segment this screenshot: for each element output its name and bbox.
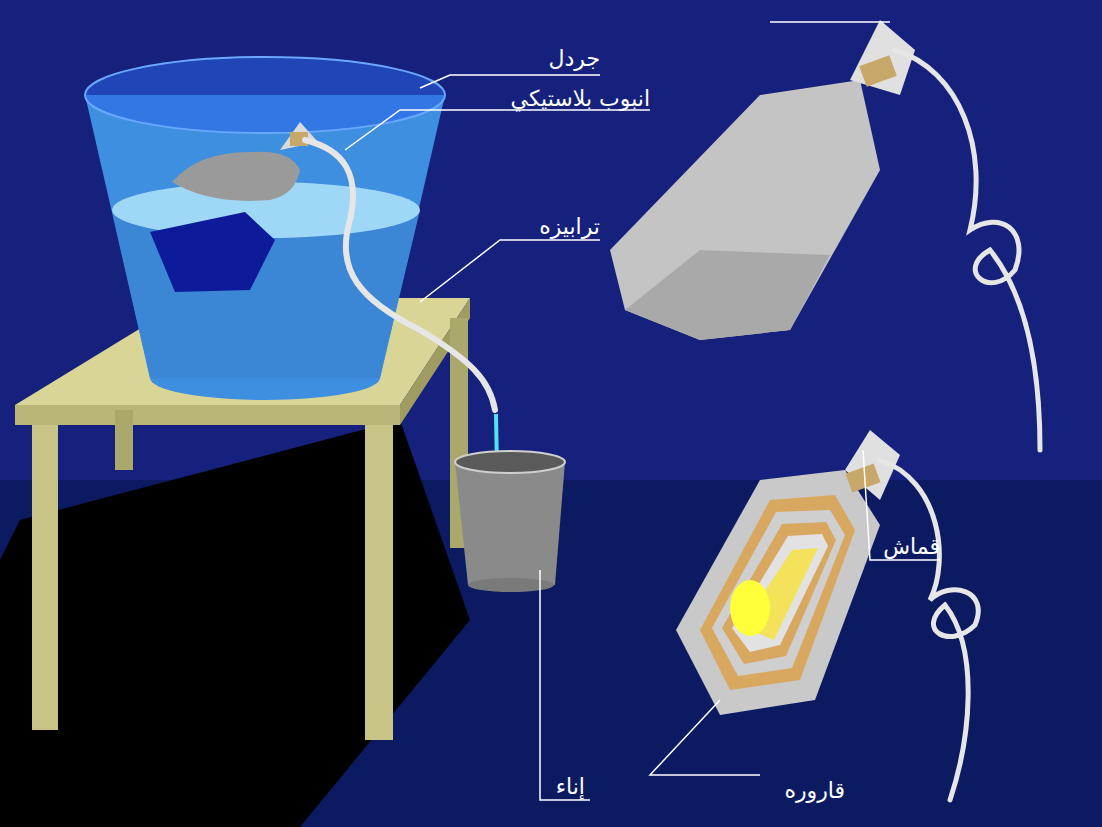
table-label: ترابيزه — [539, 216, 600, 238]
plastic-tube — [305, 140, 495, 410]
pot — [455, 451, 565, 592]
tube-label: انبوب بلاستيكي — [511, 88, 650, 110]
cloth-bag — [610, 20, 1040, 450]
cloth-label: قماش — [883, 536, 940, 558]
pot-label: إناء — [556, 776, 585, 798]
bucket-label: جردل — [548, 48, 600, 70]
cloth-bag-section — [676, 430, 978, 800]
bucket — [85, 57, 445, 400]
leader-lines — [345, 22, 940, 800]
bottle-label: قاروره — [784, 780, 845, 802]
